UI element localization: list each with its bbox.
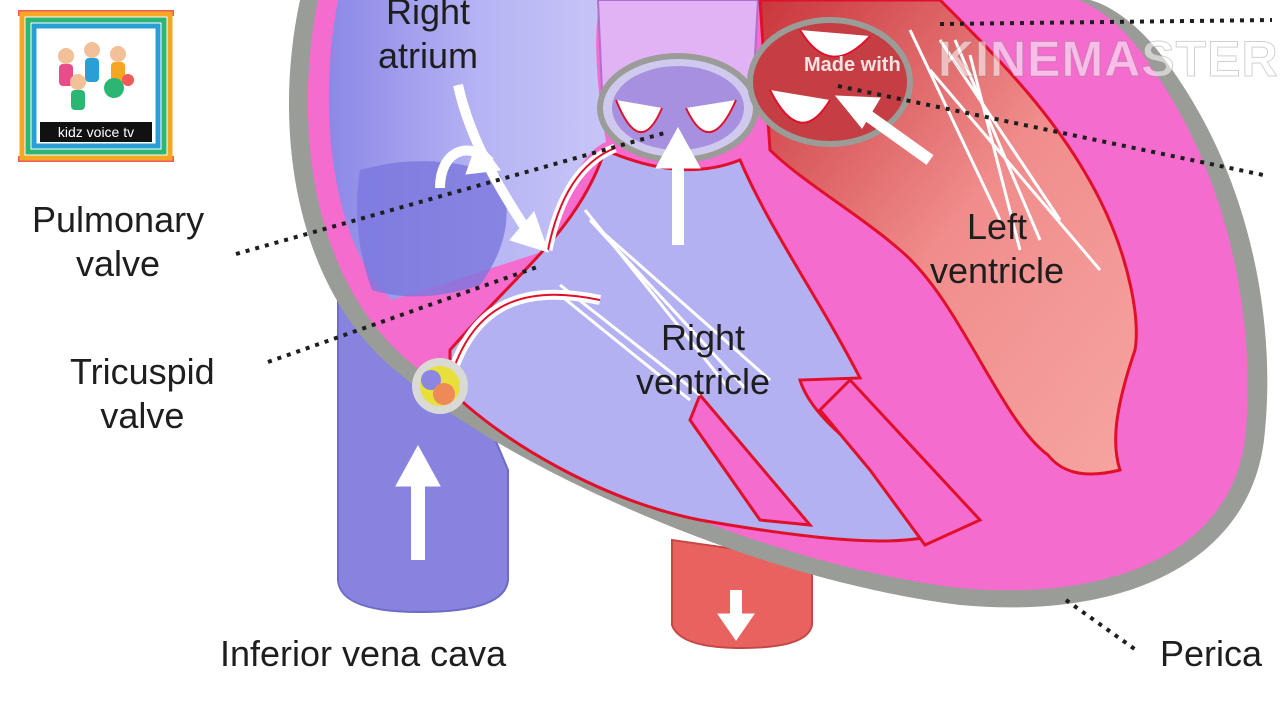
tricuspid-leaflet-upper-outline	[547, 147, 616, 251]
papillary-muscle-center	[817, 377, 983, 547]
label-inferior-vena-cava: Inferior vena cava	[220, 633, 507, 674]
tricuspid-leaflet-lower-outline	[454, 293, 601, 366]
coronary-sinus-icon	[412, 358, 468, 414]
papillary-muscle-right	[688, 392, 814, 527]
label-tricuspid-valve: Tricuspid valve	[70, 351, 215, 436]
watermark-prefix: Made with	[804, 54, 901, 76]
kidz-voice-tv-logo: kidz voice tv	[18, 10, 174, 162]
chordae-tendineae	[559, 29, 1102, 402]
label-pericardium-partial: Perica	[1160, 633, 1263, 674]
atrium-inner-shadow	[356, 161, 507, 297]
blood-flow-arrow-icon	[395, 83, 934, 641]
label-pulmonary-valve: Pulmonary valve	[32, 199, 205, 284]
label-leader-lines	[235, 18, 1273, 652]
logo-caption: kidz voice tv	[40, 122, 152, 142]
label-right-ventricle: Right ventricle	[636, 317, 771, 402]
label-left-ventricle: Left ventricle	[930, 206, 1065, 291]
pulmonary-valve-icon	[597, 53, 759, 163]
watermark-brand: KINEMASTER	[938, 31, 1279, 88]
label-right-atrium: Right atrium	[378, 0, 479, 76]
